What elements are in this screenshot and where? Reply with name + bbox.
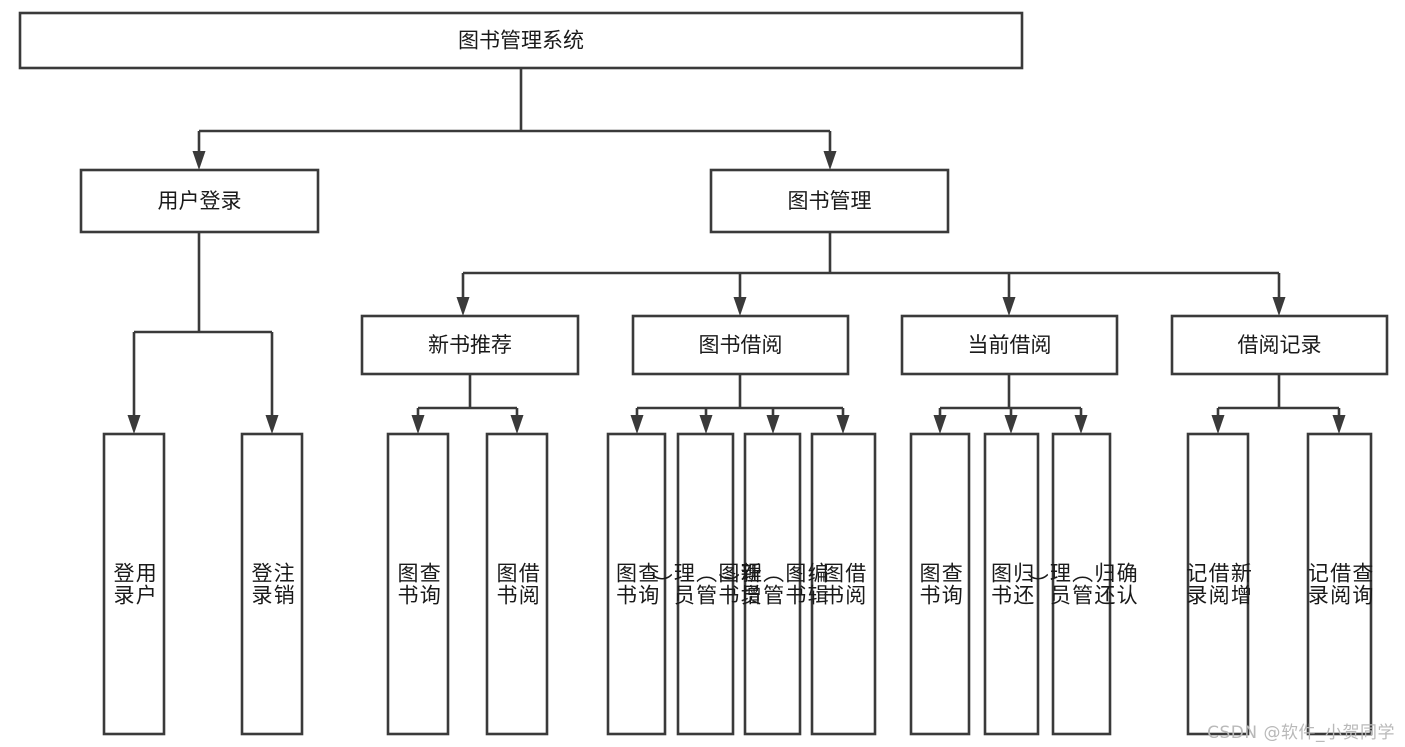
new-book-to-b-arrowhead [510, 415, 524, 434]
node-box-n-borrow-record [1170, 314, 1389, 376]
current-borrow-to-c-arrowhead [1074, 415, 1088, 434]
node-box-n-book-mgmt [709, 168, 950, 234]
node-l-query-book-3[interactable] [909, 432, 971, 736]
node-l-query-record[interactable] [1306, 432, 1373, 736]
node-box-l-query-book-2 [606, 432, 667, 736]
node-label-root: 图书管理系统 [458, 29, 584, 53]
node-n-book-borrow[interactable] [631, 314, 850, 376]
book-borrow-to-b-arrowhead [836, 415, 850, 434]
node-label-n-book-borrow: 图书借阅 [699, 333, 783, 357]
node-n-borrow-record[interactable] [1170, 314, 1389, 376]
node-box-l-add-book [676, 432, 735, 736]
node-l-add-book[interactable] [676, 432, 735, 736]
current-borrow-to-q-arrowhead [933, 415, 947, 434]
node-box-l-confirm-return [1051, 432, 1112, 736]
book-mgmt-to-book-borrow-arrowhead [733, 297, 747, 316]
node-box-l-user-login [102, 432, 166, 736]
connectors-layer [127, 68, 1346, 434]
node-n-current-borrow[interactable] [900, 314, 1119, 376]
node-label-n-borrow-record: 借阅记录 [1238, 333, 1322, 357]
root-to-user-login-arrowhead [192, 151, 206, 170]
node-l-user-logout[interactable] [240, 432, 304, 736]
node-box-l-borrow-book-1 [485, 432, 549, 736]
node-label-n-current-borrow: 当前借阅 [968, 333, 1052, 357]
node-box-l-query-book-1 [386, 432, 450, 736]
node-box-l-borrow-book-2 [810, 432, 877, 736]
book-mgmt-to-borrow-record-arrowhead [1272, 297, 1286, 316]
node-label-n-book-mgmt: 图书管理 [788, 189, 872, 213]
borrow-record-to-query-arrowhead [1332, 415, 1346, 434]
node-l-borrow-book-2[interactable] [810, 432, 877, 736]
node-n-book-mgmt[interactable] [709, 168, 950, 234]
node-box-n-book-borrow [631, 314, 850, 376]
node-box-l-edit-book [743, 432, 802, 736]
node-box-l-query-record [1306, 432, 1373, 736]
book-mgmt-to-current-borrow-arrowhead [1002, 297, 1016, 316]
node-l-user-login[interactable] [102, 432, 166, 736]
node-box-n-current-borrow [900, 314, 1119, 376]
node-label-n-new-book-rec: 新书推荐 [428, 333, 512, 357]
node-label-n-user-login: 用户登录 [158, 189, 242, 213]
node-n-new-book-rec[interactable] [360, 314, 580, 376]
book-borrow-to-add-arrowhead [699, 415, 713, 434]
new-book-to-q-arrowhead [411, 415, 425, 434]
book-mgmt-to-new-book-arrowhead [456, 297, 470, 316]
node-l-return-book[interactable] [983, 432, 1040, 736]
node-l-add-record[interactable] [1186, 432, 1250, 736]
watermark-text: CSDN @软件_小贺同学 [1207, 723, 1395, 743]
node-n-user-login[interactable] [79, 168, 320, 234]
node-l-borrow-book-1[interactable] [485, 432, 549, 736]
user-login-to-leaf2-arrowhead [265, 415, 279, 434]
node-l-query-book-2[interactable] [606, 432, 667, 736]
node-box-l-return-book [983, 432, 1040, 736]
borrow-record-to-add-arrowhead [1211, 415, 1225, 434]
book-borrow-to-q-arrowhead [630, 415, 644, 434]
node-box-n-new-book-rec [360, 314, 580, 376]
node-box-l-user-logout [240, 432, 304, 736]
book-borrow-to-edit-arrowhead [766, 415, 780, 434]
node-l-query-book-1[interactable] [386, 432, 450, 736]
node-box-l-query-book-3 [909, 432, 971, 736]
node-box-root [18, 11, 1024, 70]
node-l-edit-book[interactable] [743, 432, 802, 736]
current-borrow-to-r-arrowhead [1004, 415, 1018, 434]
node-root[interactable] [18, 11, 1024, 70]
user-login-to-leaf1-arrowhead [127, 415, 141, 434]
root-to-book-mgmt-arrowhead [823, 151, 837, 170]
node-box-l-add-record [1186, 432, 1250, 736]
node-l-confirm-return[interactable] [1051, 432, 1112, 736]
node-box-n-user-login [79, 168, 320, 234]
